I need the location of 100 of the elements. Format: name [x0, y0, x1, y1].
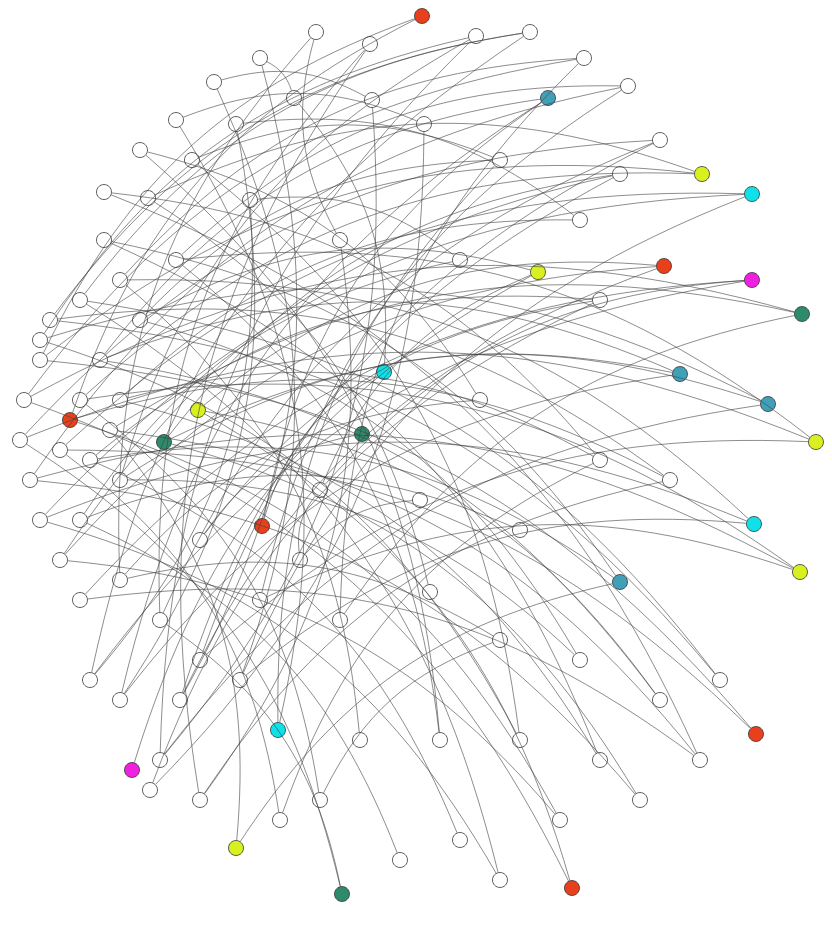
edge-curve	[154, 123, 695, 196]
edge-curve	[282, 463, 594, 813]
edge-curve	[25, 140, 653, 435]
edge-curve	[125, 219, 573, 395]
graph-node	[22, 472, 38, 488]
edge-curve	[94, 207, 253, 675]
graph-node	[192, 792, 208, 808]
graph-node	[592, 752, 608, 768]
graph-node	[794, 306, 810, 322]
graph-node	[132, 142, 148, 158]
edge-curve	[44, 37, 469, 334]
edge-curve	[95, 296, 593, 456]
edge-curve	[121, 102, 542, 693]
edge-curve	[34, 87, 621, 474]
edge-curve	[47, 287, 762, 401]
graph-node	[292, 552, 308, 568]
graph-node	[492, 632, 508, 648]
graph-node	[652, 132, 668, 148]
graph-node	[112, 692, 128, 708]
graph-node	[354, 426, 370, 442]
graph-node	[334, 886, 350, 902]
graph-node	[414, 8, 430, 24]
edge-curve	[91, 36, 524, 673]
edge-curve	[164, 404, 761, 755]
edge-curve	[298, 103, 386, 365]
edge-curve	[266, 524, 793, 597]
edge-curve	[199, 124, 493, 158]
edge-curve	[111, 194, 697, 754]
edge-curve	[37, 480, 636, 795]
graph-node	[52, 442, 68, 458]
graph-node	[572, 212, 588, 228]
edge-curve	[170, 353, 761, 439]
edge-curve	[37, 434, 794, 569]
edge-curve	[26, 443, 341, 887]
graph-node	[512, 732, 528, 748]
graph-node	[530, 264, 546, 280]
graph-node	[564, 880, 580, 896]
graph-node	[142, 782, 158, 798]
graph-node	[12, 432, 28, 448]
graph-node	[612, 574, 628, 590]
graph-node	[112, 572, 128, 588]
graph-node	[472, 392, 488, 408]
graph-node	[242, 192, 258, 208]
edge-curve	[111, 241, 616, 576]
edge-curve	[116, 284, 795, 427]
graph-node	[760, 396, 776, 412]
graph-node	[552, 812, 568, 828]
graph-node	[522, 24, 538, 40]
edge-curve	[67, 449, 751, 729]
edge-curve	[77, 379, 664, 477]
graph-node	[152, 752, 168, 768]
edge-curve	[298, 495, 316, 553]
edge-curve	[204, 435, 355, 534]
edge-curve	[221, 71, 366, 97]
edge-curve	[204, 481, 663, 794]
edge-curve	[121, 39, 470, 473]
graph-node	[808, 434, 824, 450]
edge-curve	[84, 261, 453, 514]
graph-node	[190, 402, 206, 418]
edge-curve	[204, 247, 352, 794]
graph-node	[748, 726, 764, 742]
graph-node	[168, 112, 184, 128]
edge-curve	[152, 303, 594, 783]
edge-curve	[47, 342, 517, 734]
edge-curve	[277, 165, 495, 723]
graph-node	[746, 516, 762, 532]
edge-curve	[145, 154, 440, 733]
graph-node	[206, 74, 222, 90]
edge-curve	[127, 372, 594, 457]
edge-curve	[216, 88, 295, 673]
edge-curve	[96, 462, 458, 833]
graph-node	[422, 584, 438, 600]
edge-curve	[182, 177, 614, 693]
graph-node	[72, 392, 88, 408]
graph-node	[168, 252, 184, 268]
graph-node	[512, 522, 528, 538]
edge-curve	[245, 519, 747, 676]
edge-curve	[158, 49, 365, 613]
graph-node	[232, 672, 248, 688]
edge-curve	[127, 401, 597, 754]
edge-curve	[87, 383, 794, 568]
graph-node	[112, 392, 128, 408]
edge-curve	[134, 275, 532, 763]
edge-curve	[322, 274, 531, 484]
graph-node	[652, 692, 668, 708]
graph-node	[270, 722, 286, 738]
graph-node	[156, 434, 172, 450]
graph-node	[112, 272, 128, 288]
edge-curve	[67, 560, 556, 815]
graph-node	[72, 512, 88, 528]
graph-node	[392, 852, 408, 868]
graph-node	[672, 366, 688, 382]
edge-curve	[43, 18, 415, 354]
edge-curve	[66, 454, 280, 813]
edge-curve	[323, 642, 493, 794]
edge-curve	[339, 63, 579, 613]
edge-curve	[166, 624, 341, 887]
edge-curve	[204, 300, 593, 534]
edge-curve	[154, 201, 429, 585]
graph-node	[254, 518, 270, 534]
